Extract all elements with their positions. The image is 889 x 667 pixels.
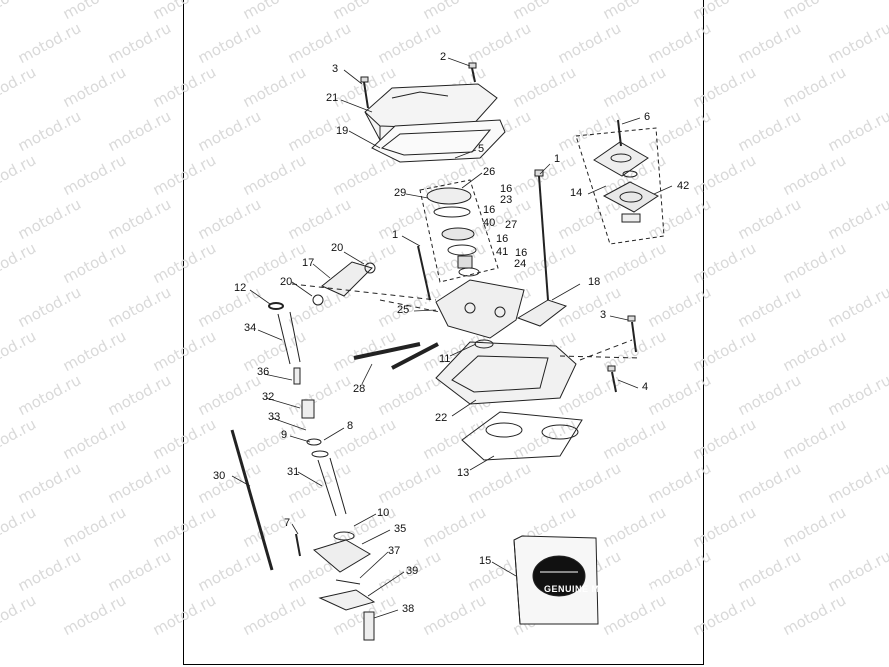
gasket-kit [513,535,599,625]
callout-37: 37 [388,545,401,557]
callout-7: 7 [284,517,291,529]
callout-24: 24 [514,258,527,270]
callout-18: 18 [588,276,601,288]
rocker-housing [435,339,577,405]
callout-10: 10 [377,507,390,519]
long-bolts [417,169,549,301]
callout-38: 38 [402,603,415,615]
callout-33: 33 [268,411,281,423]
callout-1: 1 [392,229,399,241]
callout-1: 1 [554,153,561,165]
rocker-support [435,279,525,339]
callout-16: 16 [496,233,509,245]
pushrod-tube-assembly [268,302,376,641]
rocker-shafts [353,342,439,370]
alignment-lines [291,283,641,361]
callout-3: 3 [600,309,607,321]
callout-30: 30 [213,470,226,482]
breather-right [575,119,665,245]
callout-25: 25 [397,304,410,316]
callout-13: 13 [457,467,470,479]
callout-21: 21 [326,92,339,104]
callout-14: 14 [570,187,583,199]
callout-6: 6 [644,111,651,123]
callout-36: 36 [257,366,270,378]
callout-11: 11 [439,353,451,365]
callout-16: 16 [483,204,496,216]
callout-16: 16 [515,247,528,259]
callout-4: 4 [642,381,649,393]
callout-17: 17 [302,257,315,269]
pushrod [230,429,274,571]
callout-29: 29 [394,187,407,199]
callout-23: 23 [500,194,513,206]
callout-8: 8 [347,420,354,432]
callout-22: 22 [435,412,448,424]
callout-9: 9 [281,429,288,441]
callout-leaders [231,57,673,619]
housing-screws [607,315,637,393]
callout-16: 16 [500,183,513,195]
callout-35: 35 [394,523,407,535]
callout-20: 20 [331,242,344,254]
tappet-screw [295,533,301,557]
breather-stack [419,179,499,283]
callout-20: 20 [280,276,293,288]
callout-42: 42 [677,180,690,192]
head-gasket [461,411,583,461]
callout-39: 39 [406,565,419,577]
kit-logo-text: GENUINE MOTOR PARTS [544,584,663,594]
callout-31: 31 [287,466,300,478]
rocker-arms [312,261,568,327]
callout-27: 27 [505,219,518,231]
callout-3: 3 [332,63,339,75]
callout-32: 32 [262,391,275,403]
callout-15: 15 [479,555,492,567]
callout-12: 12 [234,282,247,294]
callout-40: 40 [483,217,496,229]
callout-26: 26 [483,166,496,178]
callout-2: 2 [440,51,447,63]
callout-5: 5 [478,143,485,155]
callout-19: 19 [336,125,349,137]
callout-28: 28 [353,383,366,395]
callout-41: 41 [496,246,509,258]
callout-34: 34 [244,322,257,334]
